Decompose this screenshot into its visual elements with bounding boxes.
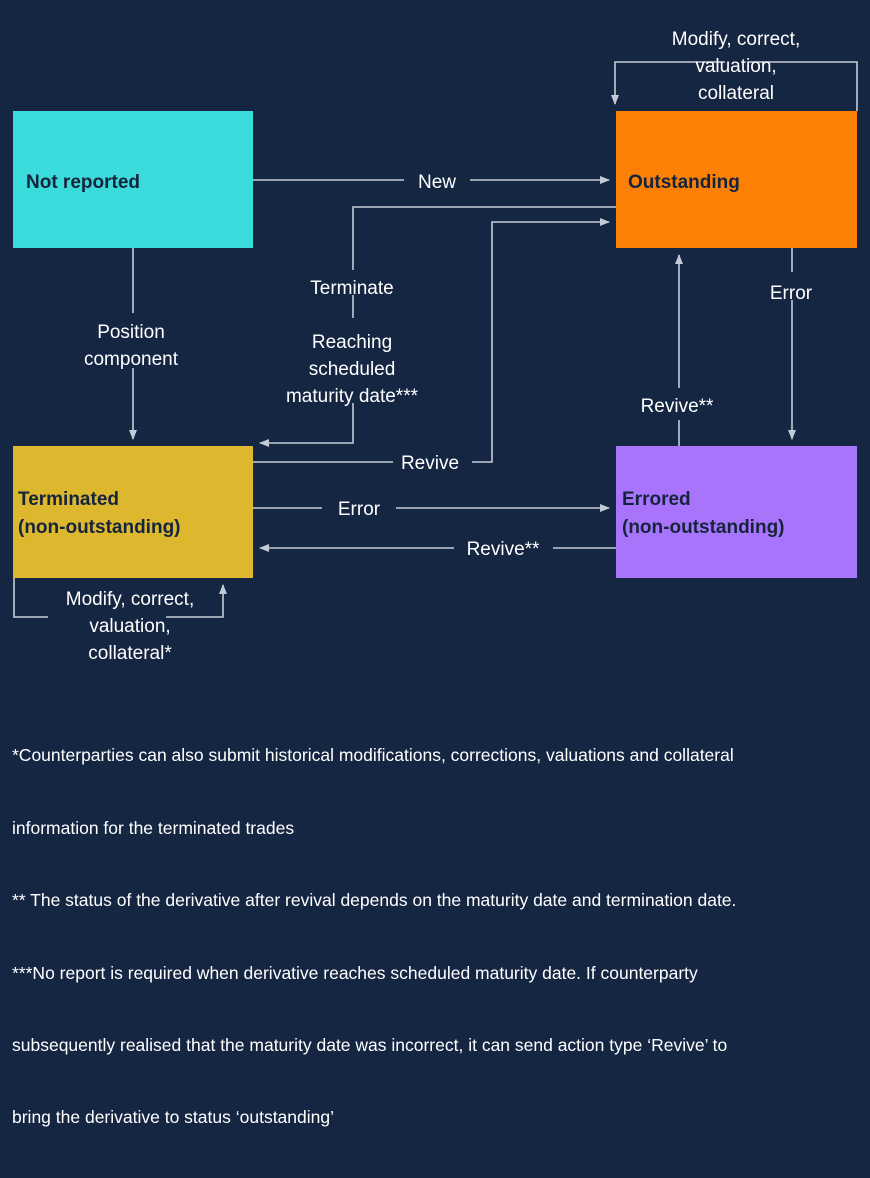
footnote-line-3: ** The status of the derivative after re… — [12, 890, 737, 911]
node-terminated[interactable]: Terminated (non-outstanding) — [13, 446, 253, 578]
edge-maturity-label-line2: scheduled — [309, 359, 396, 380]
node-errored-label-line1: Errored — [622, 489, 691, 510]
edge-terminate-segment-top — [352, 206, 616, 270]
edge-revive-errored-to-outstanding[interactable]: Revive** — [641, 254, 714, 446]
footnote-line-1: *Counterparties can also submit historic… — [12, 745, 734, 766]
state-transition-diagram: Not reported Outstanding Terminated (non… — [13, 29, 858, 664]
edge-revive-errored-to-terminated[interactable]: Revive** — [259, 539, 616, 560]
edge-position-component[interactable]: Position component — [84, 248, 179, 440]
edge-position-component-label-line2: component — [84, 349, 179, 370]
edge-terminated-self-label-line1: Modify, correct, — [66, 589, 194, 610]
footnote-line-6: bring the derivative to status ‘outstand… — [12, 1107, 334, 1128]
edge-outstanding-self-right-segment — [748, 61, 858, 111]
edge-outstanding-self-label-line3: collateral — [698, 83, 774, 104]
edge-terminate-label: Terminate — [310, 278, 393, 299]
node-errored[interactable]: Errored (non-outstanding) — [616, 446, 857, 578]
edge-maturity-label-line3: maturity date*** — [286, 386, 419, 407]
node-terminated-box[interactable] — [13, 446, 253, 578]
edge-revive-terminated-to-outstanding[interactable]: Revive — [253, 218, 610, 474]
edge-terminated-self-label-line2: valuation, — [89, 616, 170, 637]
edge-outstanding-self-left-segment — [611, 61, 725, 105]
edge-position-component-label-line1: Position — [97, 322, 165, 343]
edge-revive-segment-right — [472, 218, 610, 463]
edge-error-terminated-label: Error — [338, 499, 381, 520]
footnote-line-4: ***No report is required when derivative… — [12, 962, 698, 983]
node-not-reported-box[interactable] — [13, 111, 253, 248]
edge-new-label: New — [418, 172, 456, 193]
node-not-reported-label: Not reported — [26, 172, 140, 193]
edge-revive-label: Revive — [401, 453, 459, 474]
diagram-canvas: Not reported Outstanding Terminated (non… — [12, 29, 858, 1128]
node-outstanding-label: Outstanding — [628, 172, 740, 193]
edge-error-outstanding-to-errored[interactable]: Error — [770, 248, 813, 440]
node-outstanding[interactable]: Outstanding — [616, 111, 857, 248]
edge-maturity-label-line1: Reaching — [312, 332, 392, 353]
edge-revive-errored-terminated-label: Revive** — [467, 539, 540, 560]
edge-terminate-segment-bottom — [259, 403, 354, 447]
node-errored-box[interactable] — [616, 446, 857, 578]
edge-error-outstanding-label: Error — [770, 283, 813, 304]
node-errored-label-line2: (non-outstanding) — [622, 517, 785, 538]
node-terminated-label-line1: Terminated — [18, 489, 119, 510]
node-not-reported[interactable]: Not reported — [13, 111, 253, 248]
edge-terminated-self-right-segment — [166, 584, 227, 618]
edge-terminated-self[interactable]: Modify, correct, valuation, collateral* — [13, 578, 227, 664]
edge-terminate[interactable]: Terminate Reaching scheduled maturity da… — [259, 206, 616, 447]
edge-outstanding-self[interactable]: Modify, correct, valuation, collateral — [611, 29, 858, 111]
edge-outstanding-self-label-line2: valuation, — [695, 56, 776, 77]
edge-new[interactable]: New — [253, 172, 610, 193]
node-terminated-label-line2: (non-outstanding) — [18, 517, 181, 538]
footnote-line-2: information for the terminated trades — [12, 817, 295, 838]
edge-error-terminated-to-errored[interactable]: Error — [253, 499, 610, 520]
footnotes-block: *Counterparties can also submit historic… — [12, 695, 862, 1178]
edge-terminated-self-label-line3: collateral* — [88, 643, 172, 664]
node-outstanding-box[interactable] — [616, 111, 857, 248]
edge-revive-errored-label: Revive** — [641, 396, 714, 417]
edge-outstanding-self-label-line1: Modify, correct, — [672, 29, 800, 50]
footnote-line-5: subsequently realised that the maturity … — [12, 1034, 728, 1055]
edge-terminated-self-left-segment — [13, 578, 48, 618]
